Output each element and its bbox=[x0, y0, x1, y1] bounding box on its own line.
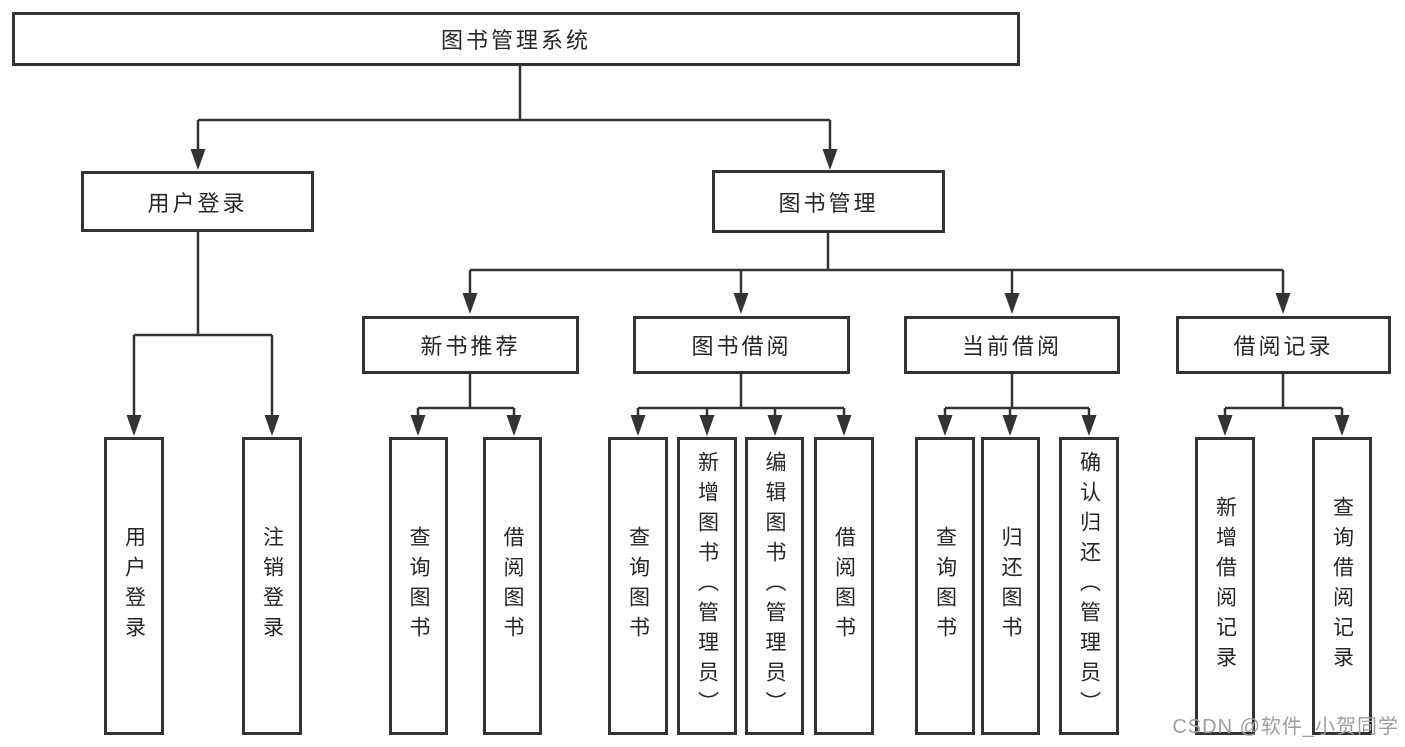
arrowhead bbox=[733, 293, 749, 314]
node-label: 新书推荐 bbox=[420, 334, 521, 359]
leaf-borrow-book-recommend: 借阅图书 bbox=[483, 437, 542, 735]
node-label: 查询图书 bbox=[626, 526, 650, 646]
node-label: 查询图书 bbox=[407, 526, 430, 646]
connector-new-book-recommend bbox=[416, 374, 516, 418]
leaf-add-book-admin: 新增图书（管理员） bbox=[677, 437, 737, 735]
arrowhead bbox=[630, 415, 646, 436]
connector-root bbox=[196, 66, 832, 152]
node-borrow-records: 借阅记录 bbox=[1176, 316, 1391, 374]
arrowhead bbox=[506, 415, 522, 436]
node-label: 借阅记录 bbox=[1233, 334, 1334, 359]
arrowhead bbox=[1217, 415, 1233, 436]
leaf-user-login: 用户登录 bbox=[104, 437, 164, 735]
node-root: 图书管理系统 bbox=[12, 12, 1020, 66]
arrowhead bbox=[190, 149, 206, 170]
node-label: 图书借阅 bbox=[691, 334, 792, 359]
connector-book-management bbox=[468, 233, 1285, 296]
connector-current-borrow bbox=[943, 374, 1091, 418]
node-book-management: 图书管理 bbox=[712, 170, 945, 233]
node-label: 新增图书（管理员） bbox=[695, 451, 719, 721]
node-label: 用户登录 bbox=[122, 526, 146, 646]
connector-user-login bbox=[132, 232, 274, 418]
node-label: 注销登录 bbox=[260, 526, 284, 646]
leaf-borrow-book: 借阅图书 bbox=[814, 437, 874, 735]
node-label: 归还图书 bbox=[999, 526, 1022, 646]
node-new-book-recommend: 新书推荐 bbox=[362, 316, 579, 374]
node-user-login: 用户登录 bbox=[81, 171, 314, 232]
arrowhead bbox=[1275, 293, 1291, 314]
arrowhead bbox=[462, 293, 478, 314]
connector-book-borrow bbox=[636, 374, 846, 418]
leaf-confirm-return-admin: 确认归还（管理员） bbox=[1059, 437, 1119, 735]
node-label: 新增借阅记录 bbox=[1213, 496, 1237, 676]
arrowhead bbox=[1004, 293, 1020, 314]
leaf-edit-book-admin: 编辑图书（管理员） bbox=[745, 437, 804, 735]
node-label: 查询图书 bbox=[933, 526, 957, 646]
arrowhead bbox=[1334, 415, 1350, 436]
arrowhead bbox=[836, 415, 852, 436]
node-label: 借阅图书 bbox=[501, 526, 524, 646]
leaf-query-book-current: 查询图书 bbox=[915, 437, 975, 735]
csdn-watermark: CSDN @软件_小贺同学 bbox=[1172, 716, 1399, 738]
node-label: 确认归还（管理员） bbox=[1077, 451, 1101, 721]
leaf-query-borrow-record: 查询借阅记录 bbox=[1312, 437, 1372, 735]
node-label: 图书管理 bbox=[778, 190, 879, 216]
leaf-return-book: 归还图书 bbox=[981, 437, 1040, 735]
node-label: 用户登录 bbox=[147, 190, 248, 216]
arrowhead bbox=[699, 415, 715, 436]
leaf-logout: 注销登录 bbox=[242, 437, 302, 735]
leaf-query-book-recommend: 查询图书 bbox=[389, 437, 448, 735]
node-label: 借阅图书 bbox=[832, 526, 856, 646]
arrowhead bbox=[767, 415, 783, 436]
connector-borrow-records bbox=[1223, 374, 1344, 418]
node-current-borrow: 当前借阅 bbox=[904, 316, 1120, 374]
node-label: 当前借阅 bbox=[961, 334, 1062, 359]
leaf-query-book-borrow: 查询图书 bbox=[608, 437, 668, 735]
node-label: 编辑图书（管理员） bbox=[763, 451, 786, 721]
node-book-borrow: 图书借阅 bbox=[633, 316, 850, 374]
arrowhead bbox=[410, 415, 426, 436]
arrowhead bbox=[1002, 415, 1018, 436]
node-label: 查询借阅记录 bbox=[1330, 496, 1354, 676]
arrowhead bbox=[822, 149, 838, 170]
arrowhead bbox=[264, 415, 280, 436]
arrowhead bbox=[937, 415, 953, 436]
arrowhead bbox=[126, 415, 142, 436]
node-label: 图书管理系统 bbox=[440, 28, 591, 53]
leaf-add-borrow-record: 新增借阅记录 bbox=[1195, 437, 1255, 735]
arrowhead bbox=[1081, 415, 1097, 436]
